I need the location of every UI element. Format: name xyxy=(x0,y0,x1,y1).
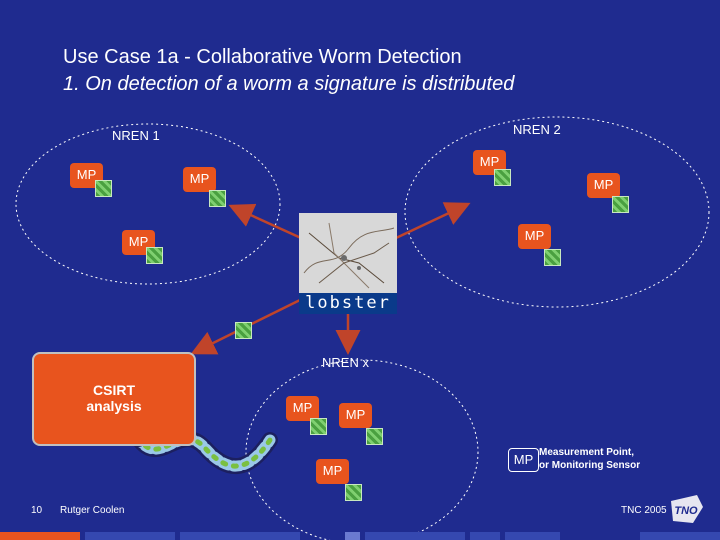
nren2-label: NREN 2 xyxy=(513,122,561,137)
csirt-line-1: CSIRT xyxy=(93,382,135,398)
bottom-decoration-bar xyxy=(0,532,720,540)
mp-nrenx-c: MP xyxy=(316,459,349,484)
nren1-cloud xyxy=(15,123,281,285)
sensor-icon xyxy=(366,428,383,445)
author-name: Rutger Coolen xyxy=(60,505,125,516)
nren2-cloud xyxy=(404,116,710,308)
sensor-icon xyxy=(146,247,163,264)
arrow-to-nren2 xyxy=(395,202,471,240)
mp-nren2-c: MP xyxy=(518,224,551,249)
mp-nrenx-b: MP xyxy=(339,403,372,428)
sensor-icon xyxy=(209,190,226,207)
sensor-icon xyxy=(95,180,112,197)
sensor-icon xyxy=(345,484,362,501)
nrenx-cloud xyxy=(245,359,479,540)
legend-text: Measurement Point, or Monitoring Sensor xyxy=(539,446,640,472)
sensor-icon xyxy=(235,322,252,339)
lobster-logo: lobster xyxy=(299,293,397,314)
mp-nrenx-a: MP xyxy=(286,396,319,421)
network-map-image xyxy=(299,213,397,293)
mp-nren2-b: MP xyxy=(587,173,620,198)
arrow-to-nren1 xyxy=(228,203,302,240)
sensor-icon xyxy=(494,169,511,186)
legend-line-2: or Monitoring Sensor xyxy=(539,460,641,471)
nren1-label: NREN 1 xyxy=(112,128,160,143)
event-name: TNC 2005 xyxy=(621,505,667,516)
sensor-icon xyxy=(612,196,629,213)
slide-title: Use Case 1a - Collaborative Worm Detecti… xyxy=(63,44,514,98)
legend-mp-symbol: MP xyxy=(508,448,539,472)
legend-line-1: Measurement Point, xyxy=(539,447,635,458)
mp-nren1-b: MP xyxy=(183,167,216,192)
title-line-1: Use Case 1a - Collaborative Worm Detecti… xyxy=(63,46,462,68)
slide-number: 10 xyxy=(31,505,43,516)
sensor-icon xyxy=(544,249,561,266)
csirt-line-2: analysis xyxy=(86,398,142,414)
nrenx-label: NREN x xyxy=(322,355,369,370)
sensor-icon xyxy=(310,418,327,435)
tno-logo: TNO xyxy=(671,495,703,523)
title-line-2: 1. On detection of a worm a signature is… xyxy=(63,73,515,95)
map-graphic xyxy=(299,213,397,293)
tno-logo-text: TNO xyxy=(674,505,698,517)
csirt-analysis-box: CSIRT analysis xyxy=(32,352,196,446)
mp-nren1-c: MP xyxy=(122,230,155,255)
